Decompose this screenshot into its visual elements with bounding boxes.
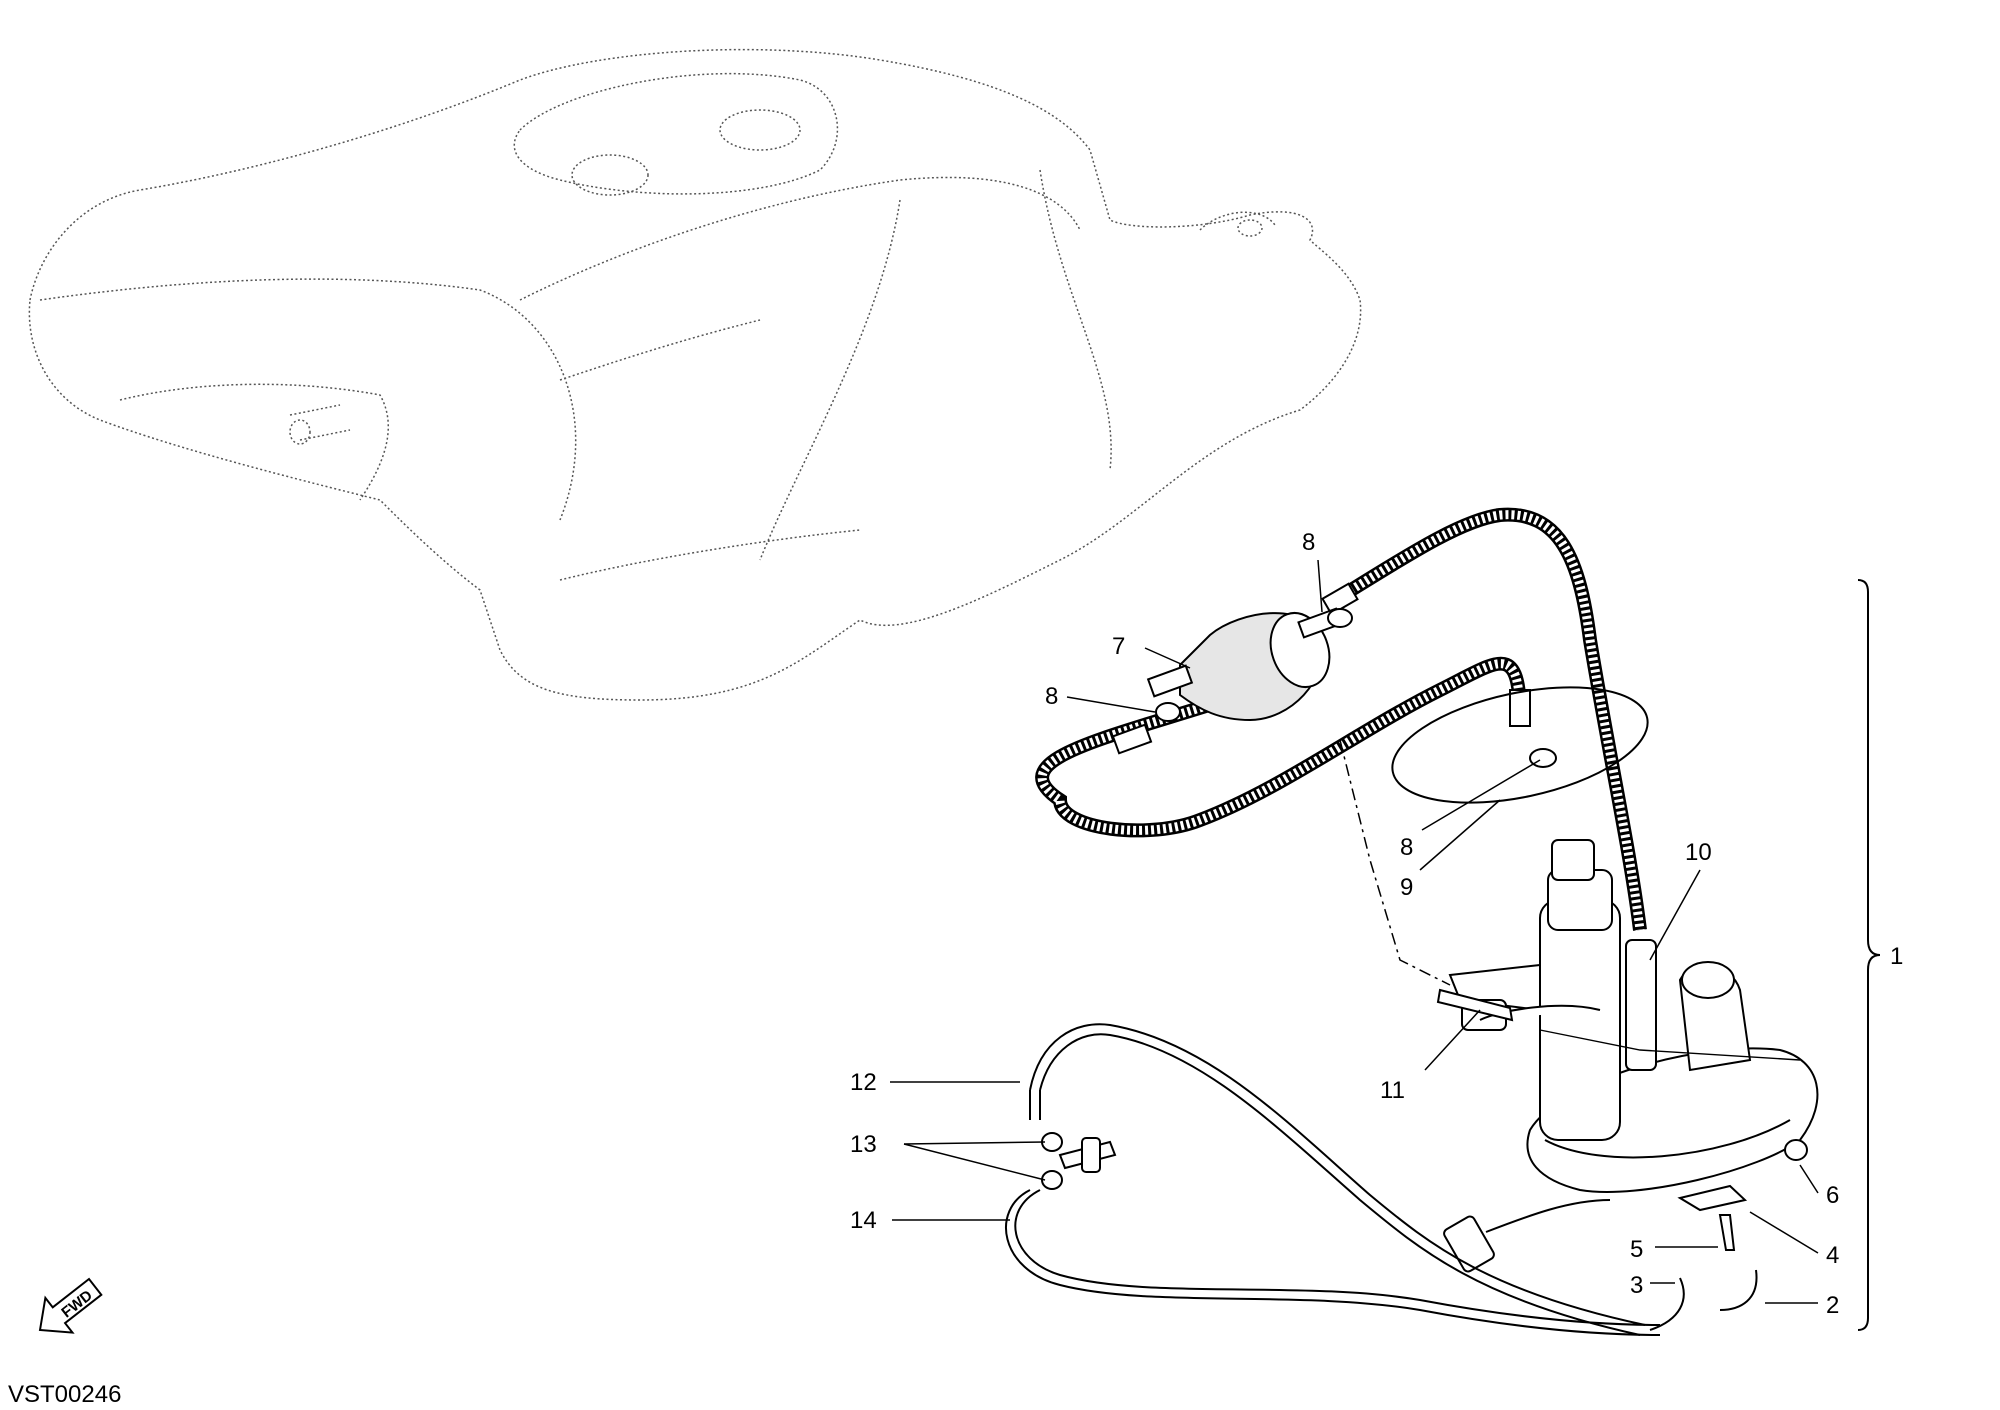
callout-8: 8 (1045, 683, 1058, 710)
leader-lines (890, 559, 1819, 1304)
pump-screw (1436, 988, 1514, 1022)
bolt (1718, 1214, 1736, 1251)
fuel-pump-assembly (1448, 839, 1819, 1193)
fuel-filter (1146, 607, 1343, 722)
callout-10: 10 (1685, 839, 1712, 866)
forward-direction-arrow: FWD (38, 1277, 103, 1334)
callout-14: 14 (850, 1207, 877, 1234)
fuel-tank (28, 48, 1362, 701)
grommet (1784, 1139, 1808, 1161)
bracket (1677, 1184, 1748, 1212)
o-ring-seal (1391, 686, 1649, 804)
callout-4: 4 (1826, 1242, 1839, 1269)
breather-hoses (1005, 1023, 1758, 1336)
callout-labels: 7 8 8 8 9 10 11 12 13 14 1 6 4 5 3 2 (850, 529, 1903, 1319)
drawing-code: VST00246 (8, 1381, 121, 1408)
electrical-connector (1443, 1199, 1611, 1273)
callout-7: 7 (1112, 633, 1125, 660)
callout-11: 11 (1380, 1077, 1405, 1104)
callout-1: 1 (1890, 943, 1903, 970)
kit-bracket (1857, 579, 1881, 1331)
callout-8: 8 (1302, 529, 1315, 556)
callout-9: 9 (1400, 874, 1413, 901)
callout-12: 12 (850, 1069, 877, 1096)
corrugated-hose-upper (1321, 507, 1647, 931)
callout-6: 6 (1826, 1182, 1839, 1209)
corrugated-hose-lower (1035, 656, 1531, 838)
callout-13: 13 (850, 1131, 877, 1158)
hose-clamp (1155, 608, 1557, 768)
callout-3: 3 (1630, 1272, 1643, 1299)
callout-5: 5 (1630, 1236, 1643, 1263)
callout-8: 8 (1400, 834, 1413, 861)
callout-2: 2 (1826, 1292, 1839, 1319)
